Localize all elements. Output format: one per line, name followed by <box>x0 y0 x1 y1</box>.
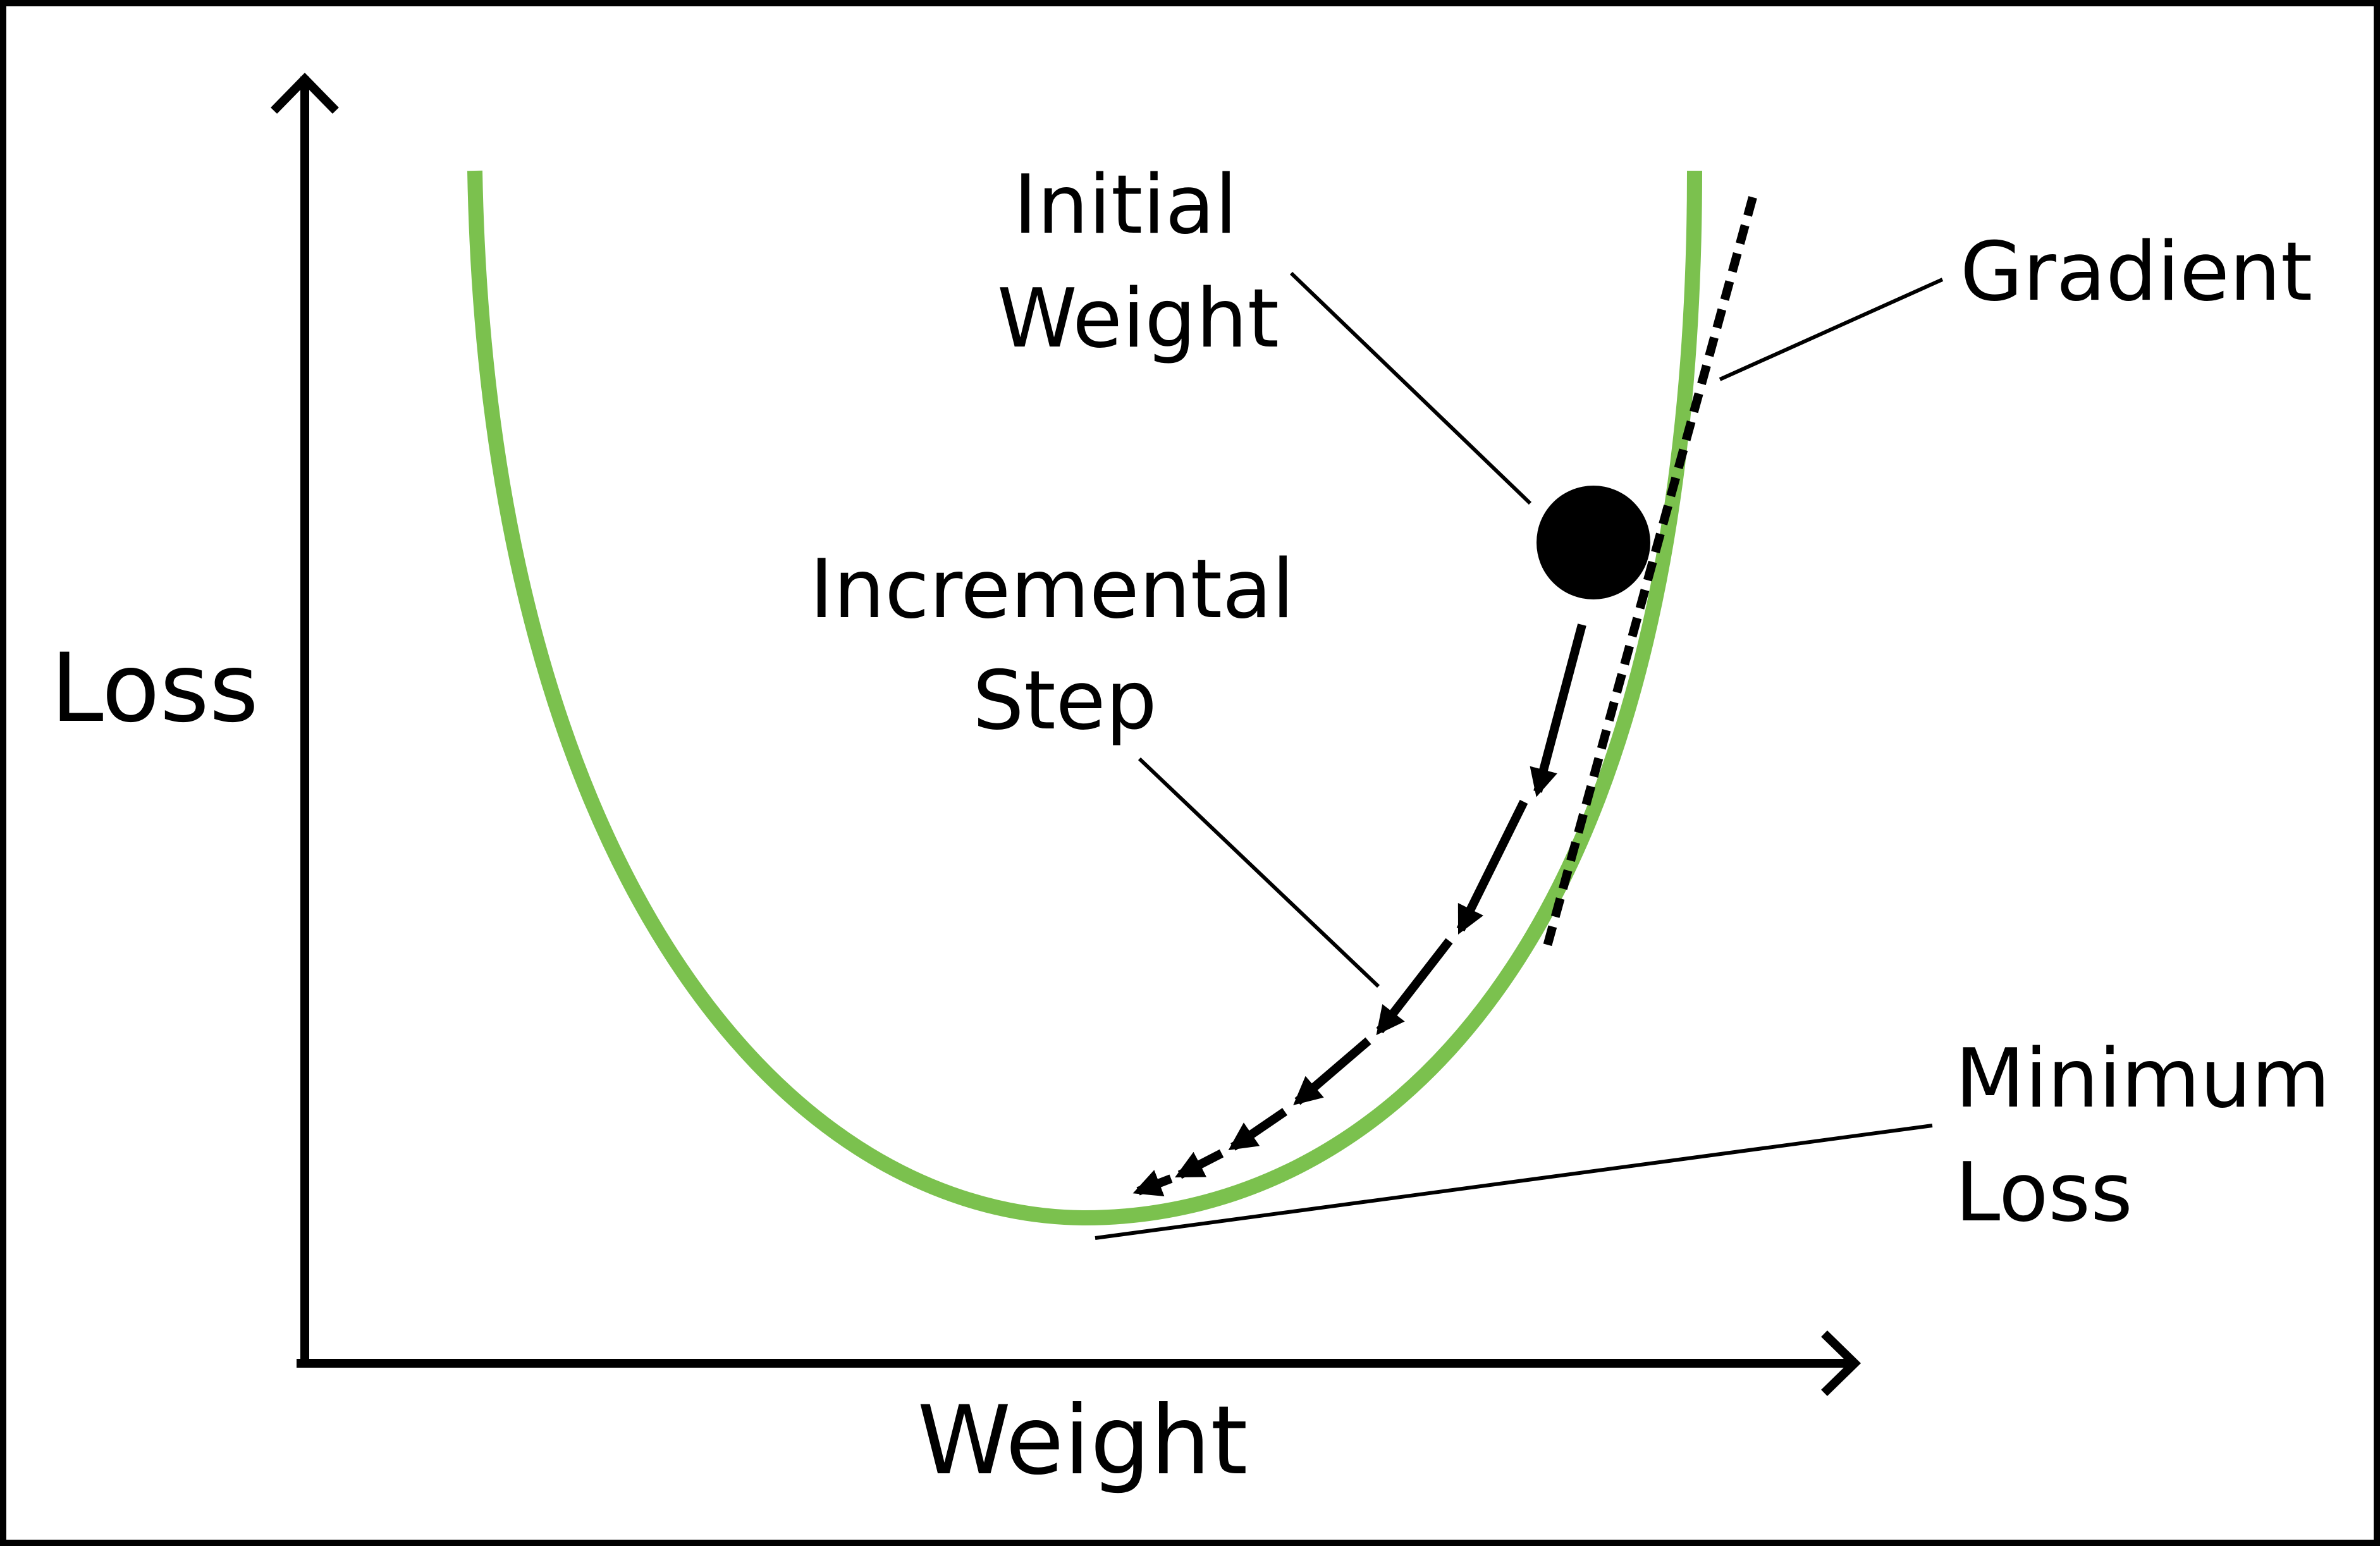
gradient-tangent-line <box>1543 196 1757 947</box>
incremental-step-leader <box>1138 757 1380 988</box>
x-axis-label: Weight <box>917 1386 1248 1496</box>
y-axis-arrowhead <box>271 72 339 114</box>
initial-weight-point <box>1537 486 1650 599</box>
step-arrow <box>1132 1170 1173 1197</box>
step-arrow <box>1175 1149 1224 1179</box>
step-arrow <box>1530 623 1586 797</box>
initial-weight-label: Initial Weight <box>997 158 1279 366</box>
minimum-loss-label: Minimum Loss <box>1955 1032 2356 1240</box>
step-arrow <box>1456 799 1528 935</box>
incremental-step-label: Incremental Step <box>809 543 1320 748</box>
incremental-step-arrows <box>1132 623 1586 1197</box>
leader-lines <box>1095 271 1944 1240</box>
step-arrow <box>1376 938 1453 1036</box>
initial-weight-leader <box>1289 271 1532 505</box>
gradient-leader <box>1719 278 1944 381</box>
step-arrow <box>1293 1037 1371 1105</box>
x-axis-arrowhead <box>1821 1330 1862 1396</box>
axes <box>271 72 1862 1396</box>
minimum-loss-leader <box>1095 1124 1933 1240</box>
y-axis-label: Loss <box>51 634 259 744</box>
gradient-label: Gradient <box>1960 225 2312 319</box>
step-arrow <box>1228 1108 1287 1151</box>
loss-curve <box>467 170 1702 1226</box>
